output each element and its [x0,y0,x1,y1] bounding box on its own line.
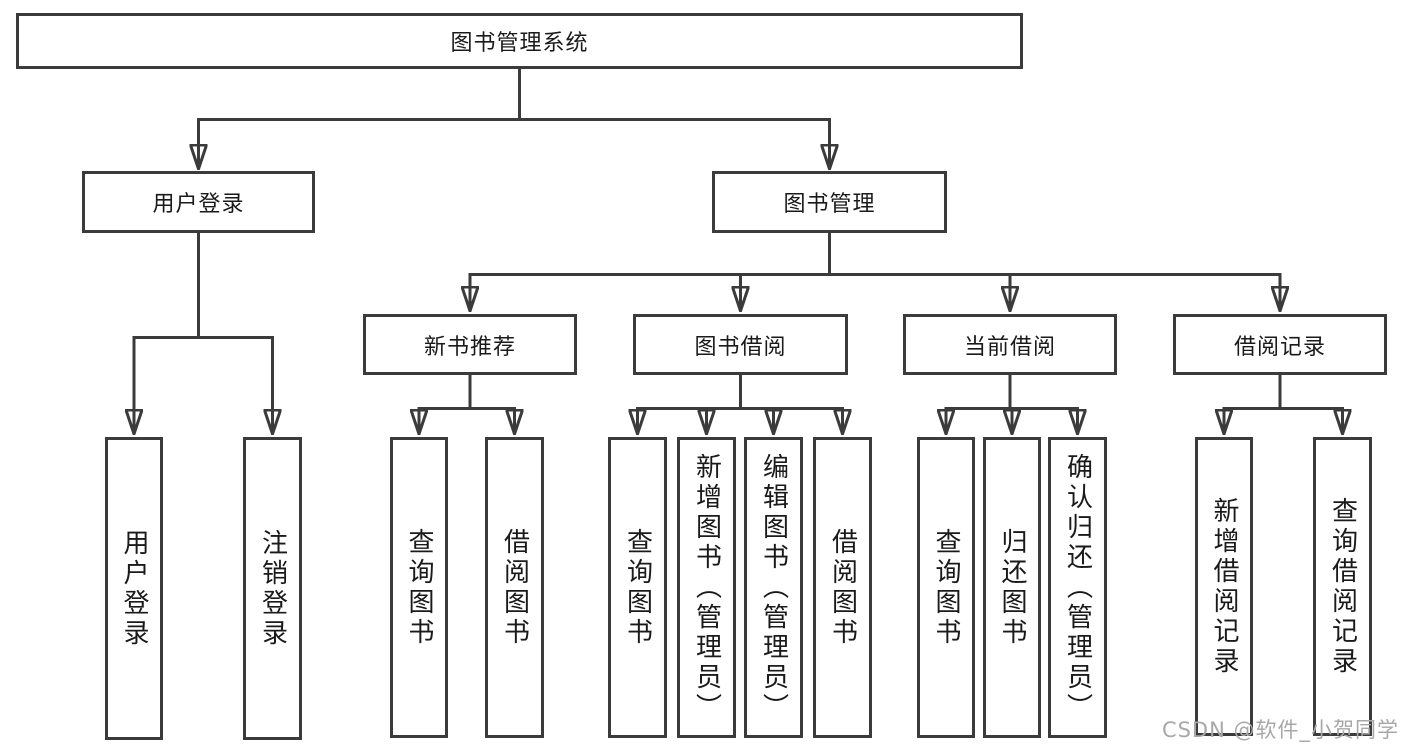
connector-login-split [134,233,273,434]
node-user-login: 用户登录 [82,171,315,233]
leaf-label: 查询借阅记录 [1327,496,1358,677]
leaf-add-books-admin: 新增图书（管理员） [677,437,736,738]
leaf-add-borrow-record: 新增借阅记录 [1195,437,1253,736]
csdn-watermark: CSDN @软件_小贺同学 [1161,718,1399,742]
node-label: 用户登录 [152,192,245,217]
leaf-borrow-books-recommend: 借阅图书 [485,437,544,738]
leaf-label: 用户登录 [119,528,149,649]
leaf-label: 借阅图书 [827,527,858,648]
connector-records-split [1224,375,1343,434]
node-borrow-records: 借阅记录 [1173,314,1387,375]
leaf-label: 借阅图书 [499,527,530,648]
node-new-book-recommend: 新书推荐 [363,314,577,375]
leaf-label: 新增借阅记录 [1209,496,1239,677]
node-current-borrow: 当前借阅 [903,314,1117,375]
leaf-query-books-recommend: 查询图书 [390,437,448,738]
leaf-query-books-current: 查询图书 [917,437,975,738]
node-label: 图书管理系统 [450,31,589,56]
connector-root-split [199,69,830,169]
node-book-management: 图书管理 [712,171,947,233]
leaf-label: 查询图书 [404,527,434,648]
leaf-logout: 注销登录 [243,437,302,740]
leaf-edit-books-admin: 编辑图书（管理员） [744,437,803,738]
leaf-label: 确认归还（管理员） [1062,452,1093,723]
node-label: 当前借阅 [963,334,1056,360]
leaf-confirm-return-admin: 确认归还（管理员） [1048,437,1107,738]
connector-recommend-split [419,375,515,434]
node-book-borrow: 图书借阅 [633,314,848,375]
node-label: 新书推荐 [423,334,516,360]
leaf-label: 注销登录 [257,528,288,649]
node-label: 图书管理 [783,192,876,217]
leaf-label: 新增图书（管理员） [691,452,722,723]
connector-borrow-split [638,375,843,434]
node-label: 借阅记录 [1233,334,1326,360]
connector-manage-split [470,233,1280,311]
leaf-label: 编辑图书（管理员） [758,452,789,723]
leaf-label: 查询图书 [931,527,961,648]
leaf-return-books: 归还图书 [983,437,1041,738]
connector-current-split [946,375,1078,434]
node-library-management-system: 图书管理系统 [16,13,1023,69]
leaf-label: 归还图书 [997,527,1027,648]
node-label: 图书借阅 [694,334,787,360]
leaf-user-login: 用户登录 [105,437,163,740]
leaf-label: 查询图书 [622,527,653,648]
leaf-borrow-books: 借阅图书 [813,437,872,738]
leaf-query-borrow-record: 查询借阅记录 [1313,437,1372,736]
leaf-query-books-borrow: 查询图书 [608,437,667,738]
